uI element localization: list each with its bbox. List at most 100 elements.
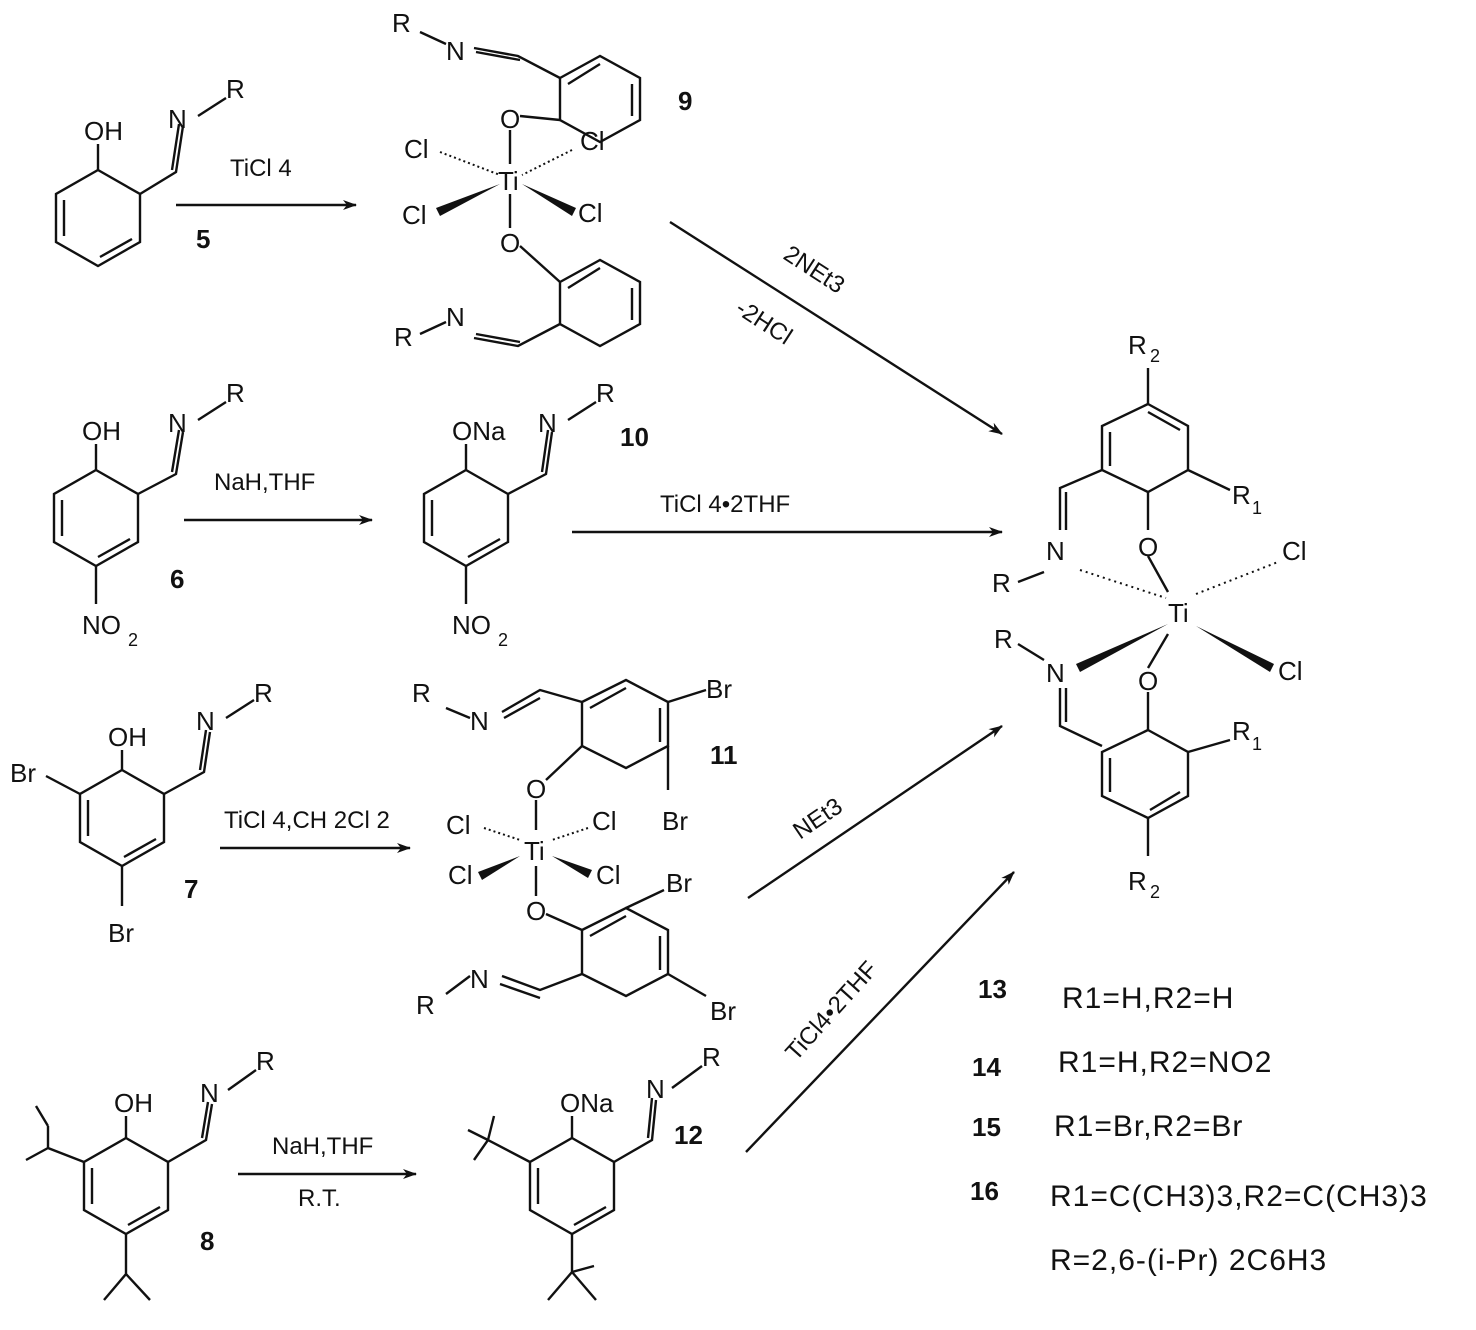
atom-ti: Ti <box>524 836 545 866</box>
atom-n: N <box>168 104 187 134</box>
atom-oh: OH <box>108 722 147 752</box>
atom-r2: R <box>1128 866 1147 896</box>
atom-r: R <box>994 624 1013 654</box>
legend-text-15: R1=Br,R2=Br <box>1054 1110 1243 1143</box>
cond-2net3: 2NEt3 <box>779 240 850 299</box>
label-10: 10 <box>620 422 649 452</box>
atom-r2: R <box>1128 330 1147 360</box>
atom-r: R <box>596 378 615 408</box>
legend-text-14: R1=H,R2=NO2 <box>1058 1046 1272 1079</box>
atom-r: R <box>416 990 435 1020</box>
atom-oh: OH <box>114 1088 153 1118</box>
atom-ti: Ti <box>498 166 519 196</box>
atom-n: N <box>470 706 489 736</box>
cond-ticl4-2thf: TiCl 4•2THF <box>660 491 790 518</box>
cond-nah-thf-1: NaH,THF <box>214 469 315 496</box>
atom-cl: Cl <box>1282 536 1307 566</box>
atom-n: N <box>1046 658 1065 688</box>
atom-br: Br <box>666 868 692 898</box>
atom-o: O <box>1138 532 1158 562</box>
atom-cl: Cl <box>448 860 473 890</box>
atom-r1-sub: 1 <box>1252 498 1262 518</box>
label-7: 7 <box>184 874 198 904</box>
legend-id-13: 13 <box>978 974 1007 1004</box>
atom-cl: Cl <box>596 860 621 890</box>
atom-o: O <box>1138 666 1158 696</box>
cond-rt: R.T. <box>298 1185 341 1212</box>
compound-10: ONa N R NO 2 10 <box>422 378 649 650</box>
compound-8: OH N R 8 <box>25 1046 275 1301</box>
atom-cl: Cl <box>402 200 427 230</box>
compound-12: ONa N R 12 <box>467 1042 721 1301</box>
legend-text-16: R1=C(CH3)3,R2=C(CH3)3 <box>1050 1180 1428 1213</box>
legend-text-13: R1=H,R2=H <box>1062 982 1234 1015</box>
atom-r2-sub: 2 <box>1150 882 1160 902</box>
atom-cl: Cl <box>404 134 429 164</box>
atom-br: Br <box>108 918 134 948</box>
arrow-12-to-product <box>745 871 1015 1153</box>
label-8: 8 <box>200 1226 214 1256</box>
atom-no2: NO <box>452 610 491 640</box>
atom-no2-sub: 2 <box>128 630 138 650</box>
substituent-legend: 13 R1=H,R2=H 14 R1=H,R2=NO2 15 R1=Br,R2=… <box>970 974 1428 1277</box>
atom-cl: Cl <box>578 198 603 228</box>
atom-r: R <box>226 74 245 104</box>
label-12: 12 <box>674 1120 703 1150</box>
atom-n: N <box>196 706 215 736</box>
legend-id-16: 16 <box>970 1176 999 1206</box>
compound-7: OH N R Br Br 7 <box>10 678 273 948</box>
atom-o: O <box>500 228 520 258</box>
cond-ticl4-2thf-diag: TiCl4•2THF <box>780 956 883 1066</box>
atom-r: R <box>412 678 431 708</box>
atom-oh: OH <box>84 116 123 146</box>
label-6: 6 <box>170 564 184 594</box>
atom-ona: ONa <box>560 1088 614 1118</box>
atom-no2: NO <box>82 610 121 640</box>
atom-n: N <box>470 964 489 994</box>
atom-br: Br <box>10 758 36 788</box>
cond-minus-2hcl: -2HCl <box>731 294 797 350</box>
atom-cl: Cl <box>592 806 617 836</box>
cond-ticl4-ch2cl2: TiCl 4,CH 2Cl 2 <box>224 807 390 834</box>
arrow-11-to-product <box>747 725 1003 899</box>
atom-r: R <box>992 568 1011 598</box>
label-5: 5 <box>196 224 210 254</box>
atom-r: R <box>254 678 273 708</box>
label-11: 11 <box>710 740 738 770</box>
atom-n: N <box>646 1074 665 1104</box>
compound-11: R N Br Br O Cl Cl Ti Cl Cl O Br Br N R 1… <box>412 674 738 1026</box>
label-9: 9 <box>678 86 692 116</box>
atom-br: Br <box>710 996 736 1026</box>
r-definition: R=2,6-(i-Pr) 2C6H3 <box>1050 1244 1327 1277</box>
atom-cl: Cl <box>580 126 605 156</box>
atom-br: Br <box>662 806 688 836</box>
atom-oh: OH <box>82 416 121 446</box>
atom-ona: ONa <box>452 416 506 446</box>
atom-no2-sub: 2 <box>498 630 508 650</box>
atom-n: N <box>1046 536 1065 566</box>
arrow-9-to-product <box>669 220 1003 436</box>
atom-r: R <box>394 322 413 352</box>
legend-id-15: 15 <box>972 1112 1001 1142</box>
cond-nah-thf-2: NaH,THF <box>272 1133 373 1160</box>
atom-o: O <box>526 774 546 804</box>
compound-9: R N O Cl Cl Ti Cl Cl O N R 9 <box>392 8 692 352</box>
atom-br: Br <box>706 674 732 704</box>
product-complex: R 2 R 1 O N R Cl Ti R N Cl O R 1 R 2 <box>992 330 1307 902</box>
atom-cl: Cl <box>1278 656 1303 686</box>
atom-r: R <box>702 1042 721 1072</box>
atom-r: R <box>392 8 411 38</box>
atom-r1-sub: 1 <box>1252 734 1262 754</box>
atom-o: O <box>526 896 546 926</box>
atom-n: N <box>446 302 465 332</box>
atom-r1: R <box>1232 716 1251 746</box>
atom-r: R <box>256 1046 275 1076</box>
atom-n: N <box>446 36 465 66</box>
atom-n: N <box>538 408 557 438</box>
atom-cl: Cl <box>446 810 471 840</box>
cond-ticl4: TiCl 4 <box>230 155 292 182</box>
atom-n: N <box>168 408 187 438</box>
atom-n: N <box>200 1078 219 1108</box>
